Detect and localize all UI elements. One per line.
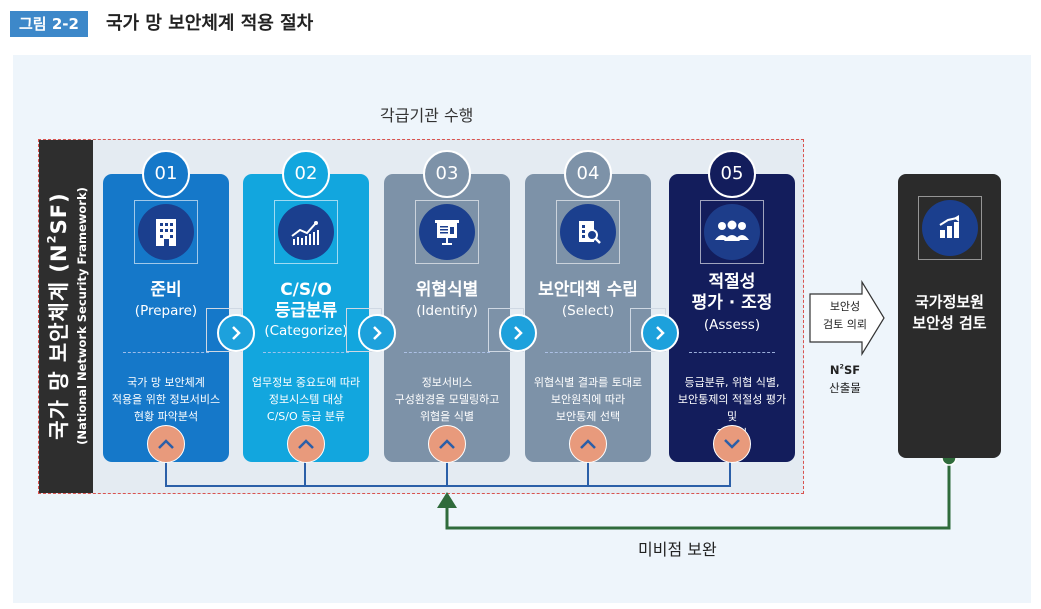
feedback-loop-label: 미비점 보완 bbox=[638, 540, 717, 559]
next-chevron-icon[interactable] bbox=[641, 314, 679, 352]
step-card-assess: 05 적절성 평가 · 조정 (Assess) 등급분류, 위협 식별, 보안통… bbox=[669, 150, 795, 463]
step-title: 준비 bbox=[150, 280, 182, 300]
step-title: 적절성 평가 · 조정 bbox=[691, 272, 773, 313]
step-number: 02 bbox=[282, 150, 330, 198]
step-number: 04 bbox=[564, 150, 612, 198]
review-request-label: 보안성 검토 의뢰 bbox=[823, 300, 867, 331]
agency-label: 각급기관 수행 bbox=[380, 106, 474, 125]
step-number: 05 bbox=[708, 150, 756, 198]
document-search-icon bbox=[560, 204, 616, 260]
growth-chart-icon bbox=[921, 200, 978, 256]
step-english: (Prepare) bbox=[134, 303, 198, 319]
step-english: (Identify) bbox=[416, 303, 478, 319]
step-title: 위협식별 bbox=[415, 280, 479, 300]
step-description: 정보서비스 구성환경을 모델링하고 위협을 식별 bbox=[394, 376, 500, 423]
down-arrow-icon[interactable] bbox=[713, 425, 751, 463]
step-card-prepare: 01 준비 (Prepare) 국가 망 보안체계 적용을 위한 정보서비스 현… bbox=[103, 150, 229, 463]
step-description: 위협식별 결과를 토대로 보안원칙에 따라 보안통제 선택 bbox=[533, 376, 643, 423]
step-number: 01 bbox=[142, 150, 190, 198]
up-arrow-icon[interactable] bbox=[147, 425, 185, 463]
next-chevron-icon[interactable] bbox=[499, 314, 537, 352]
step-english: (Select) bbox=[561, 303, 615, 319]
framework-bar: 국가 망 보안체계 (N2SF) (National Network Secur… bbox=[39, 140, 93, 493]
step-card-identify: 03 위협식별 (Identify) 정보서비스 구성환경을 모델링하고 위협을… bbox=[384, 150, 510, 463]
up-arrow-icon[interactable] bbox=[569, 425, 607, 463]
step-title: 보안대책 수립 bbox=[538, 280, 638, 300]
step-title: C/S/O 등급분류 bbox=[274, 280, 338, 321]
nis-review-card: 국가정보원 보안성 검토 bbox=[898, 174, 1001, 458]
step-english: (Assess) bbox=[703, 317, 761, 333]
step-description: 업무정보 중요도에 따라 정보시스템 대상 C/S/O 등급 분류 bbox=[251, 376, 361, 423]
output-label: N2SF 산출물 bbox=[829, 362, 861, 395]
nis-title: 국가정보원 보안성 검토 bbox=[912, 293, 987, 332]
next-chevron-icon[interactable] bbox=[358, 314, 396, 352]
figure-title: 국가 망 보안체계 적용 절차 bbox=[106, 13, 314, 34]
group-icon bbox=[704, 204, 760, 260]
step-english: (Categorize) bbox=[264, 323, 348, 339]
step-card-categorize: 02 C/S/O 등급분류 (Categorize) 업무정보 중요도에 따라 … bbox=[243, 150, 369, 463]
chart-icon bbox=[278, 204, 334, 260]
step-number: 03 bbox=[423, 150, 471, 198]
presentation-icon bbox=[419, 204, 475, 260]
up-arrow-icon[interactable] bbox=[287, 425, 325, 463]
step-description: 국가 망 보안체계 적용을 위한 정보서비스 현황 파악분석 bbox=[111, 376, 221, 423]
up-arrow-icon[interactable] bbox=[428, 425, 466, 463]
next-chevron-icon[interactable] bbox=[217, 314, 255, 352]
figure-badge: 그림 2-2 bbox=[10, 11, 88, 37]
building-icon bbox=[138, 204, 194, 260]
